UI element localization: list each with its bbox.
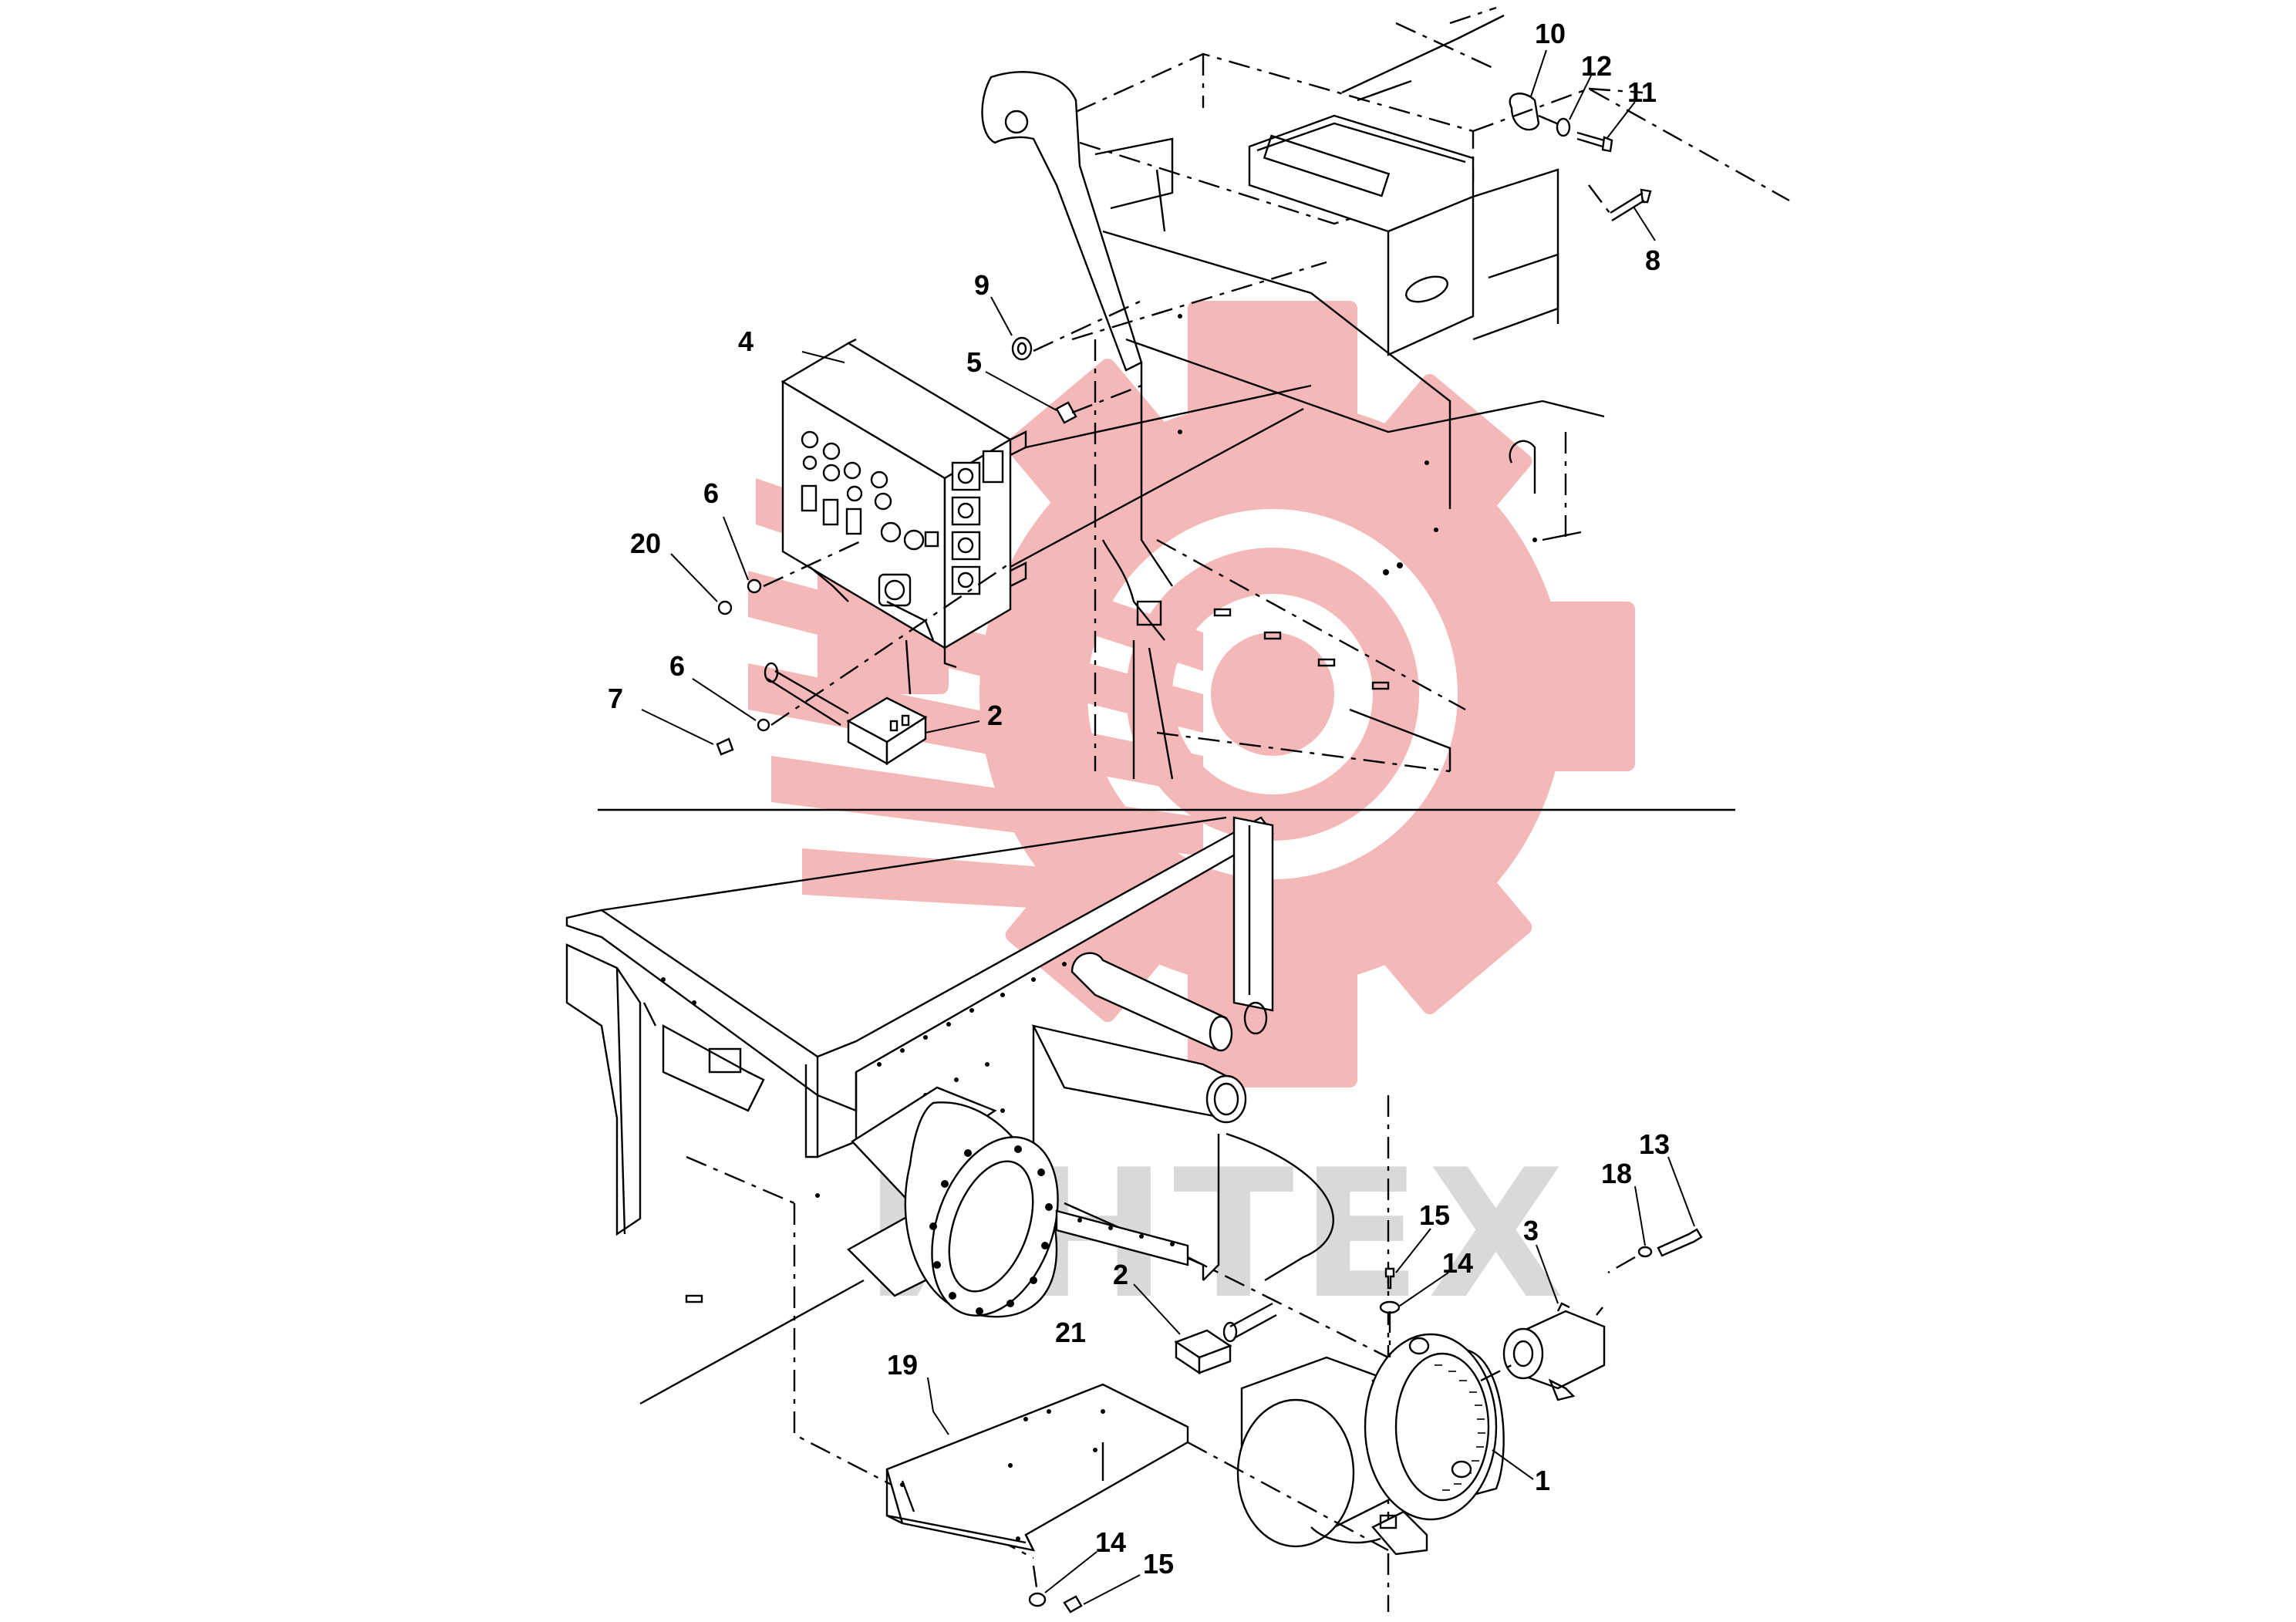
washer-part-6a	[747, 578, 762, 594]
washer-part-18	[1637, 1246, 1653, 1258]
callout-11: 11	[1627, 76, 1657, 108]
washer-part-12	[1556, 117, 1571, 137]
grommet-part-9	[1011, 336, 1033, 361]
washer-part-14-lower	[1028, 1592, 1047, 1607]
connector-part-2-lower	[1174, 1302, 1277, 1375]
callout-8: 8	[1645, 244, 1660, 276]
fasteners-lower-group	[885, 1228, 1703, 1614]
callout-18: 18	[1601, 1158, 1632, 1189]
washer-part-14-upper	[1379, 1300, 1401, 1314]
bolt-part-15-lower	[1063, 1595, 1083, 1614]
lower-frame-assembly	[565, 816, 1390, 1612]
callout-2-lower: 2	[1113, 1259, 1128, 1290]
callout-20: 20	[630, 528, 661, 559]
callout-14-upper: 14	[1442, 1247, 1473, 1279]
bolt-part-11	[1576, 131, 1613, 153]
bolt-part-15-upper	[1384, 1267, 1395, 1290]
bolt-part-8	[1610, 188, 1652, 222]
callout-21: 21	[1055, 1317, 1086, 1348]
callout-1: 1	[1535, 1465, 1550, 1496]
callout-6-lower: 6	[669, 650, 685, 682]
callout-10: 10	[1535, 18, 1566, 49]
control-box-part-4	[781, 338, 1027, 695]
callout-4: 4	[738, 325, 754, 357]
nut-part-20	[717, 600, 733, 615]
callout-3: 3	[1523, 1215, 1539, 1246]
callout-labels: 10 12 11 8 9 4 5 6 20 6 7 2 13 18 15 3 1…	[608, 18, 1670, 1580]
upper-frame-assembly	[981, 6, 1790, 780]
connector-part-2-upper	[764, 662, 928, 766]
clip-bolt-group	[1509, 93, 1652, 222]
callout-13: 13	[1639, 1128, 1670, 1160]
callout-19: 19	[887, 1349, 918, 1381]
callout-12: 12	[1581, 50, 1612, 82]
spacer-part-5	[1055, 401, 1077, 424]
generator-part-1	[1236, 1333, 1505, 1556]
callout-15-upper: 15	[1419, 1199, 1450, 1231]
coupling-part-3	[1480, 1302, 1606, 1401]
callout-5: 5	[966, 346, 982, 378]
callout-2-upper: 2	[987, 700, 1003, 731]
washer-part-6b	[757, 718, 770, 732]
clip-part-10	[1509, 93, 1540, 131]
callout-6-upper: 6	[703, 477, 719, 509]
mounting-plate-part-19	[885, 1383, 1389, 1593]
callout-7: 7	[608, 683, 623, 714]
callout-9: 9	[974, 269, 990, 301]
fasteners-upper-group	[716, 299, 1312, 766]
leader-lines	[641, 49, 1695, 1605]
callout-15-lower: 15	[1143, 1548, 1174, 1580]
bolt-part-7	[716, 737, 734, 756]
callout-14-lower: 14	[1095, 1526, 1126, 1558]
bolt-part-13	[1657, 1228, 1703, 1257]
